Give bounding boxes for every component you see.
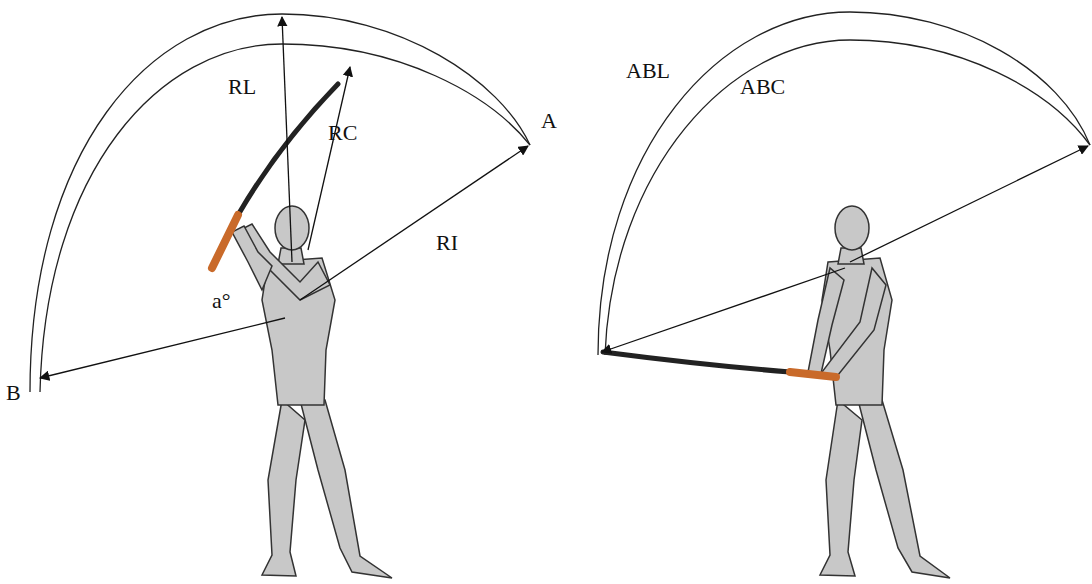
callout-label: RI xyxy=(436,232,458,254)
radius-arrow xyxy=(40,318,285,378)
radius-arrow xyxy=(282,17,292,262)
callout-label: A xyxy=(541,110,557,132)
callout-label: B xyxy=(6,382,21,404)
callout-label: RC xyxy=(328,122,357,144)
human-figure xyxy=(232,206,392,578)
sword xyxy=(212,84,338,268)
human-figure xyxy=(808,206,950,578)
radius-arrow xyxy=(602,268,845,352)
callout-label: a° xyxy=(212,290,231,312)
callout-label: ABC xyxy=(740,76,785,98)
radius-arrow xyxy=(850,146,1088,262)
radius-arrow xyxy=(300,146,528,300)
callout-label: RL xyxy=(228,76,256,98)
radius-arrow xyxy=(308,67,350,250)
sword xyxy=(603,352,836,377)
callout-label: ABL xyxy=(626,60,670,82)
